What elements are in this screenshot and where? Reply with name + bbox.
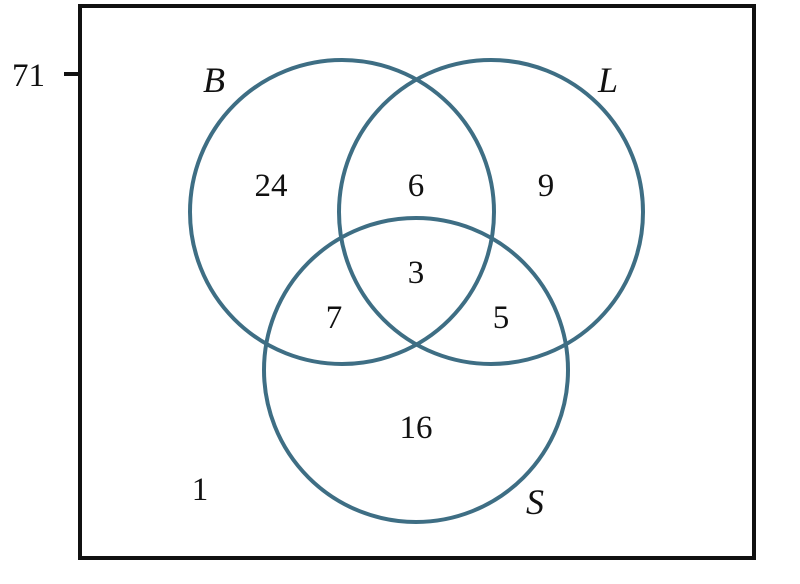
region-s-only: 16 [400, 410, 433, 446]
region-b-and-s-only: 7 [326, 300, 343, 336]
region-b-only: 24 [255, 168, 288, 204]
region-l-only: 9 [538, 168, 555, 204]
set-b-label: B [203, 60, 225, 100]
region-l-and-s-only: 5 [493, 300, 510, 336]
set-l-circle [337, 58, 645, 366]
set-s-label: S [526, 482, 544, 522]
set-s-circle [262, 216, 570, 524]
set-l-label: L [597, 60, 618, 100]
region-b-and-l-and-s: 3 [408, 255, 425, 291]
universe-total-label: 71 [12, 58, 45, 94]
set-b-circle [188, 58, 496, 366]
universal-set-frame [78, 4, 756, 560]
region-outside: 1 [192, 472, 209, 508]
region-b-and-l-only: 6 [408, 168, 425, 204]
